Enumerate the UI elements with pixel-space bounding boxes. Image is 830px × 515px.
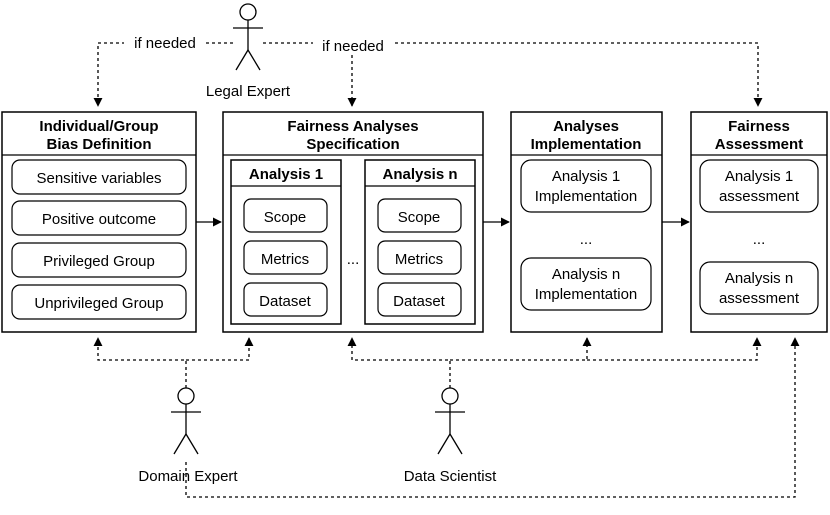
analysis-n-metrics-pill — [377, 240, 462, 275]
legal-expert-label: Legal Expert — [206, 83, 291, 100]
positive-outcome-label: Positive outcome — [42, 211, 156, 228]
analysis-n-assessment-line1: Analysis n — [725, 270, 793, 287]
implementation-ellipsis: ... — [580, 231, 593, 248]
legal-expert-actor-icon — [233, 3, 263, 71]
domain-to-bias-connector — [93, 337, 187, 388]
bias-definition-title-line1: Individual/Group — [39, 118, 158, 135]
fairness-spec-box: Fairness Analyses Specification Analysis… — [222, 111, 484, 333]
analysis-n-title: Analysis n — [382, 166, 457, 183]
assessment-title-line2: Assessment — [715, 136, 803, 153]
if-needed-left-label: if needed — [134, 35, 196, 52]
analysis-1-assessment-line1: Analysis 1 — [725, 168, 793, 185]
unprivileged-group-label: Unprivileged Group — [34, 295, 163, 312]
analysis-n-panel: Analysis n Scope Metrics Dataset — [364, 159, 476, 325]
sensitive-variables-pill — [11, 159, 187, 195]
analysis-n-implementation-pill — [520, 257, 652, 311]
scientist-to-spec-connector — [347, 337, 451, 388]
analysis-n-implementation-line1: Analysis n — [552, 266, 620, 283]
analysis-n-scope-label: Scope — [398, 209, 441, 226]
analysis-1-assessment-pill — [699, 159, 819, 213]
analysis-n-metrics-label: Metrics — [395, 251, 443, 268]
bias-definition-box: Individual/Group Bias Definition Sensiti… — [1, 111, 197, 333]
data-scientist-label: Data Scientist — [404, 468, 497, 485]
privileged-group-label: Privileged Group — [43, 253, 155, 270]
analysis-1-dataset-pill — [243, 282, 328, 317]
analysis-1-implementation-pill — [520, 159, 652, 213]
assessment-box: Fairness Assessment Analysis 1 assessmen… — [690, 111, 828, 333]
data-scientist-actor-icon — [435, 387, 465, 455]
analysis-1-scope-label: Scope — [264, 209, 307, 226]
analysis-n-implementation-line2: Implementation — [535, 286, 638, 303]
analysis-1-assessment-line2: assessment — [719, 188, 800, 205]
analysis-n-scope-pill — [377, 198, 462, 233]
if-needed-right-label: if needed — [322, 38, 384, 55]
scientist-to-assessment-connector — [587, 337, 762, 361]
privileged-group-pill — [11, 242, 187, 278]
analysis-n-dataset-label: Dataset — [393, 293, 446, 310]
analysis-1-metrics-label: Metrics — [261, 251, 309, 268]
domain-expert-label: Domain Expert — [138, 468, 238, 485]
analysis-1-panel: Analysis 1 Scope Metrics Dataset — [230, 159, 342, 325]
domain-expert-actor-icon — [171, 387, 201, 455]
implementation-box: Analyses Implementation Analysis 1 Imple… — [510, 111, 663, 333]
analysis-1-dataset-label: Dataset — [259, 293, 312, 310]
analysis-n-assessment-pill — [699, 261, 819, 315]
analysis-n-dataset-pill — [377, 282, 462, 317]
sensitive-variables-label: Sensitive variables — [36, 170, 161, 187]
analysis-1-implementation-line2: Implementation — [535, 188, 638, 205]
scientist-to-implementation-connector — [450, 337, 592, 361]
analysis-1-scope-pill — [243, 198, 328, 233]
unprivileged-group-pill — [11, 284, 187, 320]
analysis-1-implementation-line1: Analysis 1 — [552, 168, 620, 185]
fairness-spec-title-line2: Specification — [306, 136, 399, 153]
fairness-spec-title-line1: Fairness Analyses — [287, 118, 418, 135]
spec-ellipsis: ... — [347, 251, 360, 268]
legal-to-assessment-connector — [263, 42, 763, 107]
analysis-n-assessment-line2: assessment — [719, 290, 800, 307]
implementation-title-line1: Analyses — [553, 118, 619, 135]
analysis-1-title: Analysis 1 — [249, 166, 323, 183]
assessment-ellipsis: ... — [753, 231, 766, 248]
analysis-1-metrics-pill — [243, 240, 328, 275]
domain-to-spec-connector — [186, 337, 254, 361]
positive-outcome-pill — [11, 200, 187, 236]
implementation-title-line2: Implementation — [531, 136, 642, 153]
bias-definition-title-line2: Bias Definition — [46, 136, 151, 153]
assessment-title-line1: Fairness — [728, 118, 790, 135]
